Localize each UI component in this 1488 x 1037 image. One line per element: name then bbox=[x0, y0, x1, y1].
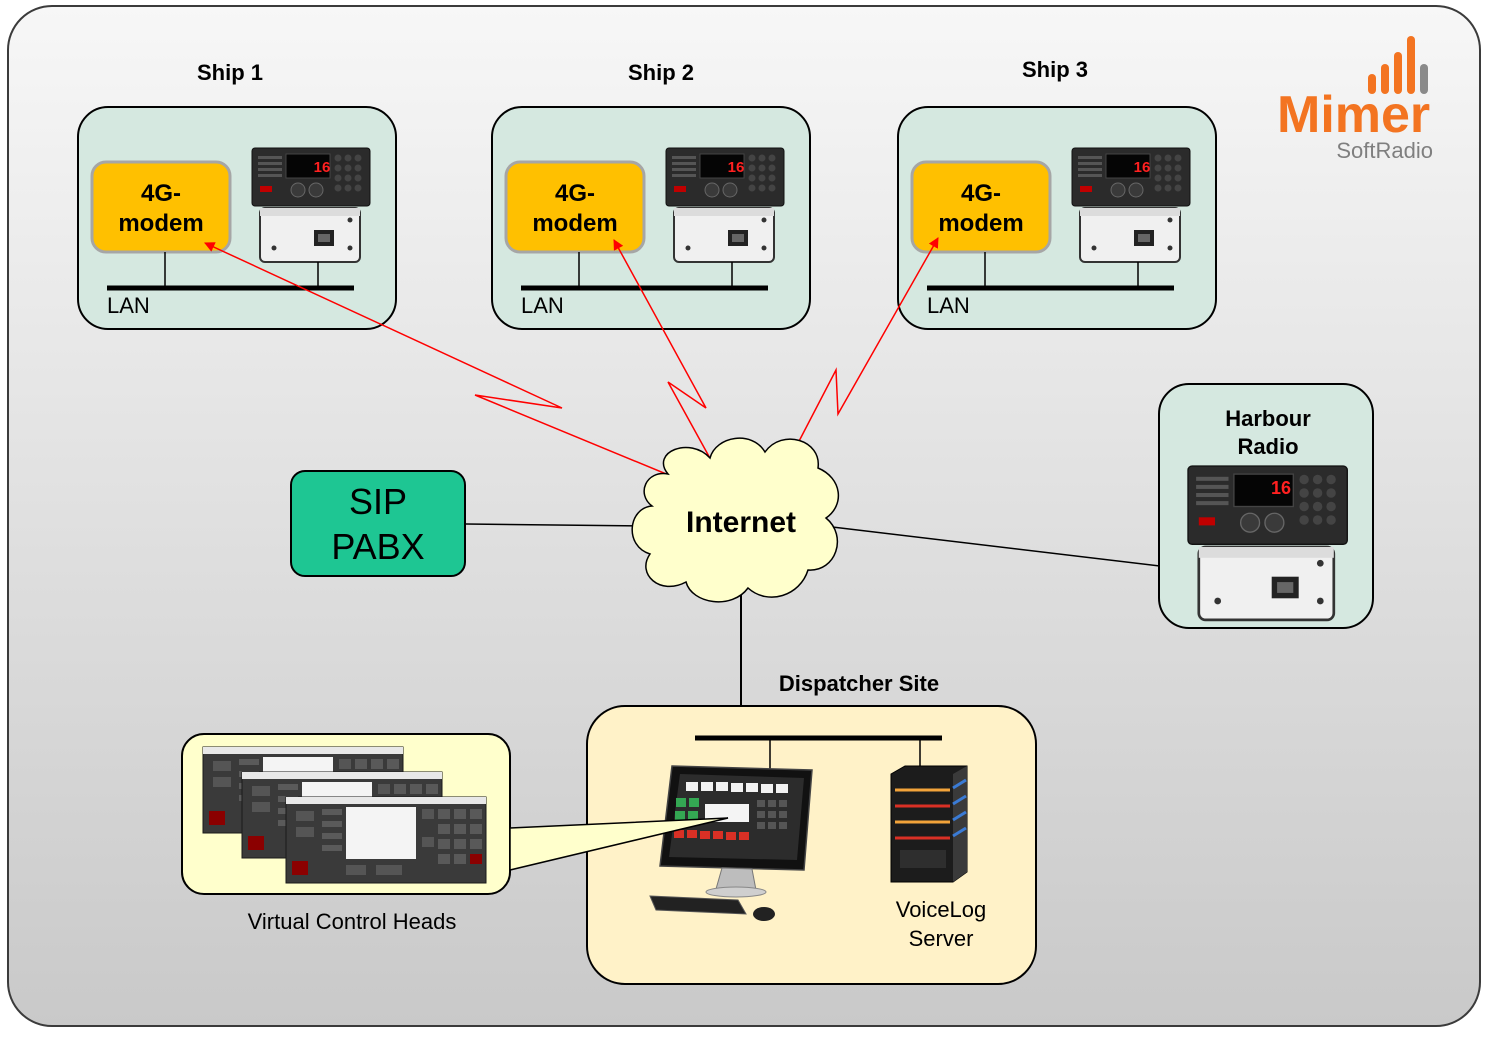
ship-2-radio-icon bbox=[665, 147, 785, 263]
ship-3-modem bbox=[910, 160, 1052, 254]
ship-1-radio-channel: 16 bbox=[314, 159, 331, 176]
ship-2-modem-line1: 4G- bbox=[555, 180, 595, 207]
ship-2-modem-line2: modem bbox=[532, 210, 617, 237]
harbour-radio-channel: 16 bbox=[1271, 478, 1291, 498]
sip-label-line1: SIP bbox=[349, 481, 407, 522]
link-internet-harbour bbox=[823, 525, 1211, 573]
ship-3-radio-icon bbox=[1071, 147, 1191, 263]
ship-3-modem-line2: modem bbox=[938, 210, 1023, 237]
wireless-link-ship-2 bbox=[613, 239, 723, 481]
wireless-link-ship-3 bbox=[782, 237, 939, 473]
sip-label-line2: PABX bbox=[331, 526, 424, 567]
sip-pabx: SIP PABX bbox=[290, 470, 466, 577]
dispatcher-site: Dispatcher Site bbox=[586, 671, 1037, 985]
ship-2-radio-channel: 16 bbox=[728, 159, 745, 176]
signal-bars-icon bbox=[1368, 36, 1428, 94]
mimer-softradio-logo: Mimer SoftRadio bbox=[1277, 36, 1433, 163]
sip-pabx-box bbox=[290, 470, 466, 577]
logo-brand: Mimer bbox=[1277, 86, 1430, 144]
virtual-control-heads: Virtual Control Heads bbox=[181, 733, 511, 934]
server-label-line2: Server bbox=[909, 926, 974, 951]
ship-1-radio-icon bbox=[251, 147, 371, 263]
server-label-line1: VoiceLog bbox=[896, 897, 987, 922]
ship-1-lan-label: LAN bbox=[107, 293, 150, 318]
internet-cloud: Internet bbox=[631, 437, 840, 603]
ship-1-modem bbox=[90, 160, 232, 254]
ship-1-title: Ship 1 bbox=[197, 60, 263, 85]
link-sip-internet bbox=[465, 523, 651, 527]
logo-subtitle: SoftRadio bbox=[1336, 138, 1433, 163]
ship-2-title: Ship 2 bbox=[628, 60, 694, 85]
vch-label: Virtual Control Heads bbox=[248, 909, 457, 934]
harbour-label-line2: Radio bbox=[1237, 434, 1298, 459]
wireless-link-ship-1 bbox=[204, 242, 689, 485]
harbour-radio: Harbour Radio 16 bbox=[1158, 383, 1374, 629]
ship-1-modem-line1: 4G- bbox=[141, 180, 181, 207]
internet-label: Internet bbox=[686, 506, 796, 539]
voicelog-server-icon bbox=[890, 765, 968, 883]
ship-3-lan-label: LAN bbox=[927, 293, 970, 318]
ship-3-radio-channel: 16 bbox=[1134, 159, 1151, 176]
vch-panel-3 bbox=[285, 796, 487, 884]
ship-3-title: Ship 3 bbox=[1022, 57, 1088, 82]
harbour-label-line1: Harbour bbox=[1225, 406, 1311, 431]
ship-2-modem bbox=[504, 160, 646, 254]
harbour-radio-icon bbox=[1186, 464, 1349, 622]
ship-1-modem-line2: modem bbox=[118, 210, 203, 237]
ship-3-modem-line1: 4G- bbox=[961, 180, 1001, 207]
ship-2-lan-label: LAN bbox=[521, 293, 564, 318]
ship-3: Ship 3 4G- modem 16 LAN bbox=[897, 57, 1217, 330]
dispatcher-computer-icon bbox=[649, 765, 813, 921]
vch-callout bbox=[509, 817, 729, 871]
dispatcher-title: Dispatcher Site bbox=[779, 671, 939, 696]
